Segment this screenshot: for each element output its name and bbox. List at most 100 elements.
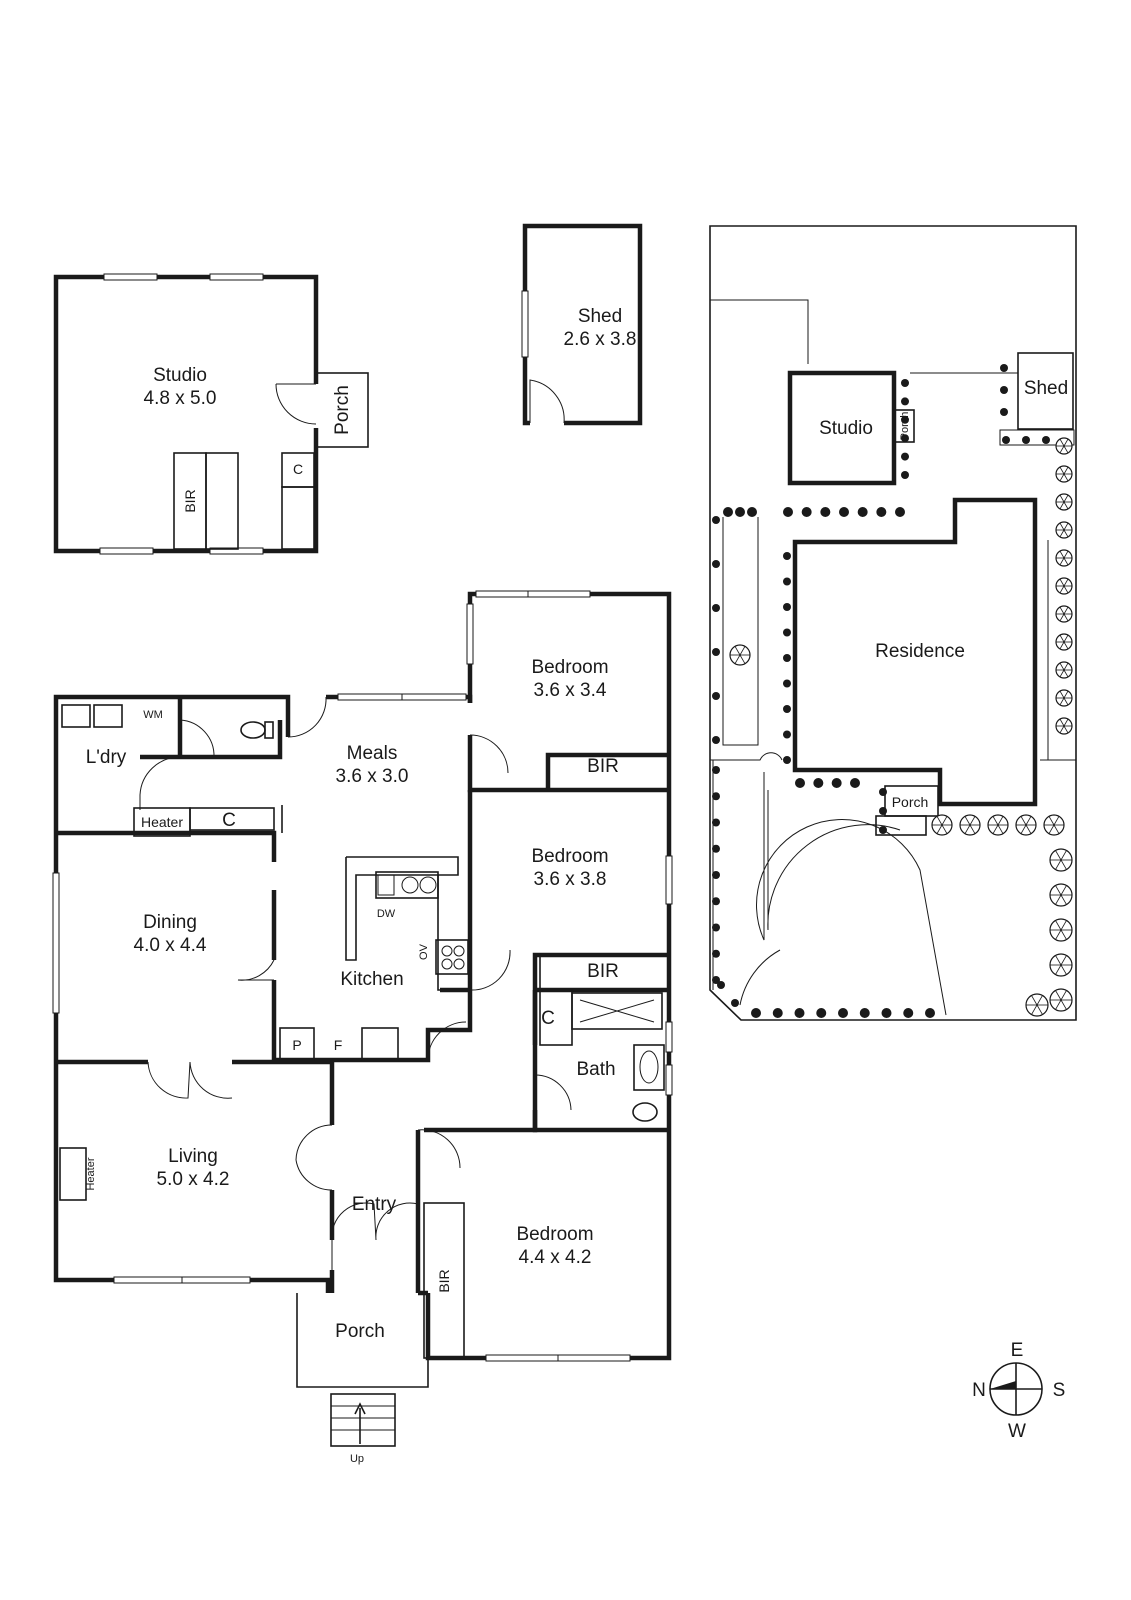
compass-north: N [972, 1380, 986, 1401]
shed-walls [522, 223, 643, 426]
tree-icon [1049, 988, 1073, 1012]
tree-icon [987, 814, 1009, 836]
compass-east: E [1011, 1340, 1024, 1361]
hedge-shrub [901, 471, 909, 479]
hedge-shrub [751, 1008, 761, 1018]
site-studio-label: Studio [819, 418, 873, 439]
shed-plan: Shed 2.6 x 3.8 [521, 223, 643, 426]
kitchen-label: Kitchen [340, 969, 403, 990]
hedge-shrub [712, 844, 720, 853]
hedge-shrub [712, 736, 720, 744]
hedge-shrub [1000, 364, 1008, 372]
hedge-shrub [712, 604, 720, 612]
hedge-shrub [895, 507, 905, 517]
hedge-shrub [783, 705, 791, 713]
hedge-shrub [850, 778, 860, 788]
hedge-shrub [879, 826, 887, 834]
site-porch-label: Porch [892, 794, 929, 810]
site-hedges [712, 364, 1050, 1018]
studio-plan: Studio 4.8 x 5.0 Porch BIR C [53, 273, 369, 555]
hedge-shrub [712, 818, 720, 827]
hedge-shrub [712, 516, 720, 524]
hedge-shrub [783, 577, 791, 586]
hedge-shrub [1002, 436, 1010, 444]
site-trees [729, 437, 1073, 1017]
tree-icon [1055, 633, 1073, 651]
hedge-shrub [717, 981, 725, 989]
hedge-shrub [881, 1008, 892, 1018]
dw-label: DW [377, 908, 396, 920]
hedge-shrub [813, 778, 824, 788]
hedge-shrub [712, 692, 720, 700]
hedge-shrub [901, 434, 909, 443]
hedge-shrub [1000, 386, 1008, 394]
living-name: Living [168, 1146, 218, 1167]
hedge-shrub [857, 507, 868, 517]
hedge-shrub [783, 654, 791, 662]
bir-label-3: BIR [436, 1269, 452, 1292]
pantry-label: P [292, 1037, 301, 1053]
hedge-shrub [712, 560, 720, 568]
bath-cupboard-label: C [541, 1008, 555, 1029]
hedge-shrub [901, 452, 909, 461]
hedge-shrub [879, 788, 887, 796]
tree-icon [1049, 953, 1073, 977]
wm-label: WM [143, 709, 163, 721]
hedge-shrub [783, 628, 791, 637]
tree-icon [1015, 814, 1037, 836]
bedroom2-dims: 3.6 x 3.8 [534, 869, 607, 890]
hedge-shrub [795, 778, 805, 788]
site-shed [1017, 352, 1074, 430]
hedge-shrub [783, 507, 793, 517]
up-label: Up [350, 1453, 364, 1465]
bedroom3-dims: 4.4 x 4.2 [519, 1247, 592, 1268]
hedge-shrub [839, 507, 849, 517]
dining-name: Dining [143, 912, 197, 933]
tree-icon [1055, 661, 1073, 679]
hedge-shrub [901, 397, 909, 406]
living-dims: 5.0 x 4.2 [157, 1169, 230, 1190]
hedge-shrub [925, 1008, 935, 1018]
site-residence-label: Residence [875, 641, 965, 662]
site-residence [792, 497, 1038, 807]
hedge-shrub [901, 415, 909, 424]
cupboard-label: C [222, 810, 236, 831]
tree-icon [1043, 814, 1065, 836]
hedge-shrub [712, 897, 720, 906]
hedge-shrub [783, 552, 791, 560]
hedge-shrub [903, 1008, 914, 1018]
tree-icon [1055, 493, 1073, 511]
bath-label: Bath [576, 1059, 615, 1080]
hedge-shrub [783, 730, 791, 739]
porch-label: Porch [335, 1321, 385, 1342]
bedroom3-name: Bedroom [516, 1224, 593, 1245]
compass-west: W [1008, 1421, 1026, 1442]
hedge-shrub [731, 999, 739, 1007]
site-boundary [709, 225, 1077, 1021]
tree-icon [1055, 549, 1073, 567]
compass: N E S W [972, 1340, 1065, 1442]
tree-icon [1055, 689, 1073, 707]
hedge-shrub [712, 648, 720, 656]
hedge-shrub [831, 778, 842, 788]
hedge-shrub [712, 949, 720, 958]
hedge-shrub [820, 507, 831, 517]
studio-name: Studio [153, 365, 207, 386]
hedge-shrub [1000, 408, 1008, 416]
site-plan: Studio Porch Shed Residence Porch [709, 225, 1077, 1021]
tree-icon [729, 644, 751, 666]
ov-label: OV [418, 943, 430, 960]
tree-icon [931, 814, 953, 836]
heater-label: Heater [141, 814, 183, 830]
fridge-label: F [334, 1037, 343, 1053]
hedge-shrub [901, 379, 909, 387]
hedge-shrub [712, 792, 720, 801]
shed-name: Shed [578, 306, 622, 327]
hedge-shrub [838, 1008, 848, 1018]
bedroom2-name: Bedroom [531, 846, 608, 867]
bir-label-1: BIR [587, 756, 619, 777]
hedge-shrub [783, 603, 791, 611]
studio-cupboard-label: C [293, 461, 303, 477]
dining-dims: 4.0 x 4.4 [134, 935, 207, 956]
